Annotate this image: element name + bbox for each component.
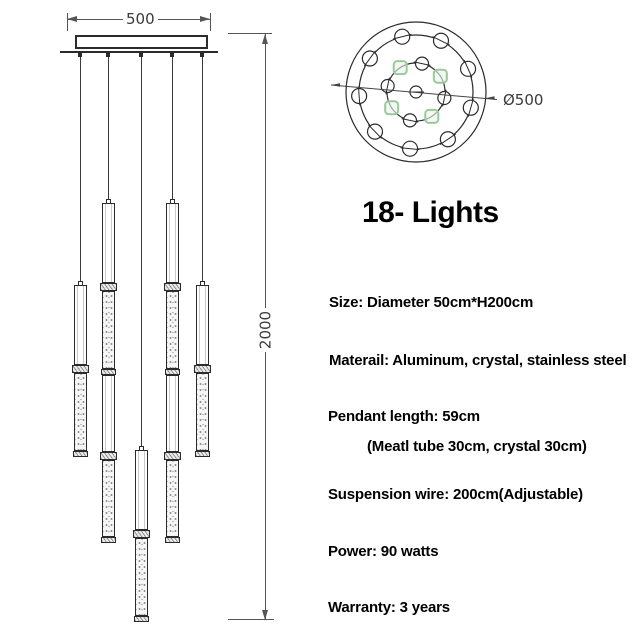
pendant-light <box>164 375 181 543</box>
pendant-metal-tube <box>74 285 87 365</box>
pendant-cap <box>106 199 111 203</box>
pendant-crystal <box>74 373 87 451</box>
pendant-junction <box>100 452 117 460</box>
dim-height-arrow-down <box>262 610 268 620</box>
pendant-metal-tube <box>102 375 115 452</box>
dim-diameter-arrow-left <box>331 83 340 87</box>
green-light-marker <box>392 60 408 76</box>
pendant-light <box>133 446 150 622</box>
dim-width-ext-left <box>67 13 68 31</box>
spec-pendant-length: Pendant length: 59cm <box>328 408 480 425</box>
spec-pendant-detail: (Meatl tube 30cm, crystal 30cm) <box>367 438 587 455</box>
pendant-light <box>194 281 211 457</box>
suspension-wire <box>141 57 142 446</box>
pendant-cap <box>170 199 175 203</box>
pendant-cap <box>139 446 144 450</box>
pendant-cap <box>200 281 205 285</box>
dim-width-ext-right <box>210 13 211 31</box>
pendant-light <box>164 199 181 375</box>
dim-width-label: 500 <box>123 11 158 28</box>
wire-connector <box>170 52 174 57</box>
wire-connector <box>200 52 204 57</box>
light-chord <box>442 89 447 107</box>
top-view-drawing <box>330 21 498 163</box>
green-light-marker <box>384 100 400 116</box>
top-view-outer-circle <box>345 21 487 163</box>
dim-diameter-arrow-right <box>485 96 495 100</box>
pendant-crystal <box>102 291 115 369</box>
pendant-endcap <box>195 451 210 457</box>
dim-height-label: 2000 <box>257 307 275 353</box>
light-chord <box>392 33 412 40</box>
dim-width-arrow-left <box>67 16 77 22</box>
light-chord <box>400 147 420 151</box>
light-chord <box>357 86 361 106</box>
top-view <box>328 8 504 176</box>
wire-connector <box>106 52 110 57</box>
spec-power: Power: 90 watts <box>328 543 439 560</box>
spec-warranty: Warranty: 3 years <box>328 599 450 616</box>
pendant-metal-tube <box>135 450 148 530</box>
pendant-light <box>100 375 117 543</box>
light-chord <box>439 133 457 145</box>
light-chord <box>401 118 419 123</box>
pendant-endcap <box>134 616 149 622</box>
suspension-wire <box>80 57 81 281</box>
pendant-cap <box>78 281 83 285</box>
pendant-junction <box>100 283 117 291</box>
spec-material: Materail: Aluminum, crystal, stainless s… <box>329 352 627 369</box>
dim-diameter-line <box>330 84 498 100</box>
pendant-crystal <box>166 460 179 537</box>
pendant-junction <box>164 452 181 460</box>
spec-size: Size: Diameter 50cm*H200cm <box>329 294 534 311</box>
page-title: 18- Lights <box>362 196 499 229</box>
pendant-crystal <box>166 291 179 369</box>
pendant-crystal <box>102 460 115 537</box>
pendant-endcap <box>165 537 180 543</box>
wire-connector <box>139 52 143 57</box>
pendant-junction <box>194 365 211 373</box>
pendant-endcap <box>73 451 88 457</box>
pendant-crystal <box>196 373 209 451</box>
pendant-junction <box>133 530 150 538</box>
green-light-marker <box>424 108 440 124</box>
pendant-metal-tube <box>166 203 179 283</box>
green-light-marker <box>432 68 448 84</box>
light-chord <box>368 124 382 139</box>
dim-height-ref-bottom <box>228 619 274 620</box>
pendant-light <box>100 199 117 375</box>
dim-height-ref-top <box>228 33 272 34</box>
pendant-metal-tube <box>196 285 209 365</box>
light-chord <box>413 61 431 66</box>
pendant-endcap <box>165 369 180 375</box>
pendant-junction <box>72 365 89 373</box>
light-chord <box>363 50 376 67</box>
pendant-light <box>72 281 89 457</box>
dim-width-arrow-right <box>200 16 210 22</box>
dim-height-arrow-up <box>262 34 268 44</box>
light-chord <box>432 36 450 46</box>
dim-diameter-label: Ø500 <box>503 91 544 109</box>
light-chord <box>467 98 474 117</box>
pendant-metal-tube <box>166 375 179 452</box>
suspension-wire <box>172 57 173 199</box>
suspension-wire <box>202 57 203 281</box>
pendant-metal-tube <box>102 203 115 283</box>
spec-suspension-wire: Suspension wire: 200cm(Adjustable) <box>328 486 583 503</box>
pendant-endcap <box>101 369 116 375</box>
light-chord <box>385 77 390 95</box>
suspension-wire <box>108 57 109 199</box>
wire-connector <box>78 52 82 57</box>
pendant-endcap <box>101 537 116 543</box>
pendant-junction <box>164 283 181 291</box>
pendant-crystal <box>135 538 148 616</box>
ceiling-canopy <box>75 35 208 49</box>
light-chord <box>463 59 473 78</box>
